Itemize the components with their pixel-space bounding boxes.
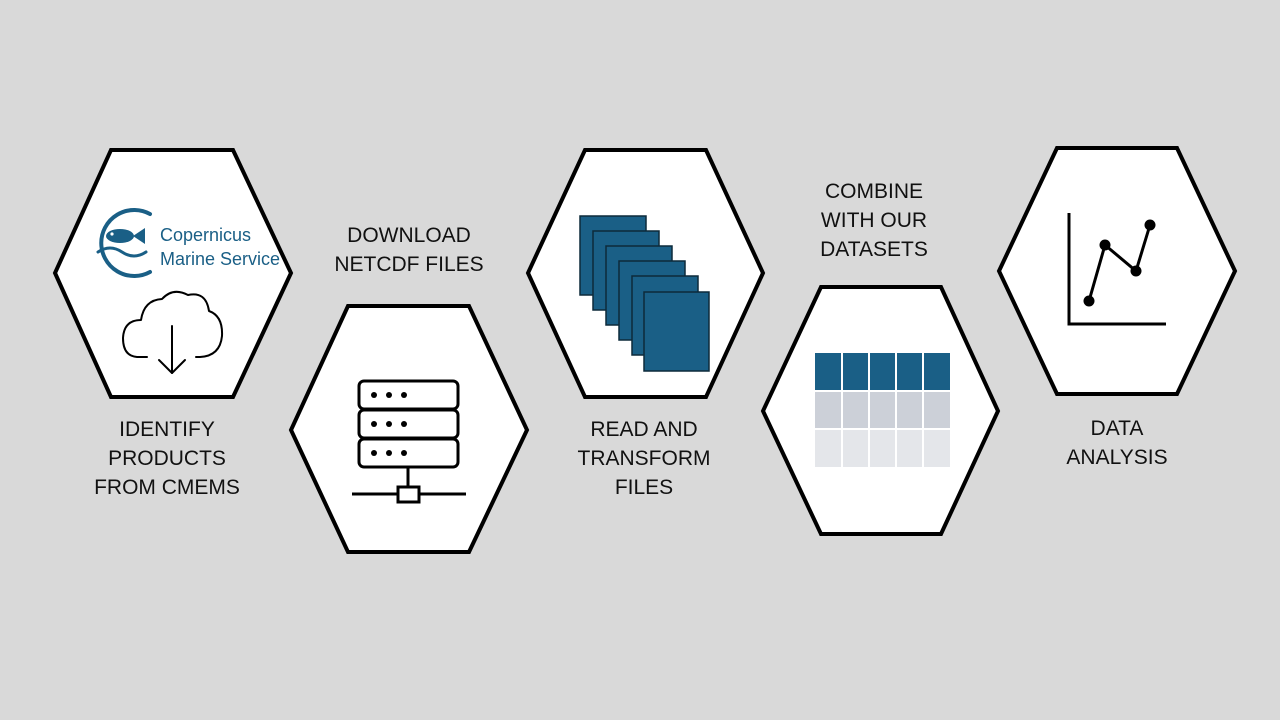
stacked-files-icon — [579, 215, 710, 372]
step-5-node — [996, 146, 1238, 396]
line-chart-icon — [1067, 213, 1166, 326]
table-icon — [815, 353, 950, 467]
step-2-hexagon — [288, 304, 530, 554]
copernicus-logo-line1: Copernicus — [160, 225, 251, 245]
step-3-node — [525, 148, 766, 399]
step-2-node — [288, 304, 530, 554]
step-2-label: DOWNLOAD NETCDF FILES — [334, 224, 484, 276]
step-4-label: COMBINE WITH OUR DATASETS — [820, 180, 928, 261]
copernicus-logo-wave — [96, 246, 148, 258]
copernicus-logo: Copernicus Marine Service — [96, 208, 280, 278]
step-5-label: DATA ANALYSIS — [1066, 417, 1168, 469]
copernicus-logo-line2: Marine Service — [160, 249, 280, 269]
step-1-hexagon — [52, 148, 294, 399]
step-3-label: READ AND TRANSFORM FILES — [577, 418, 711, 499]
step-1-node: Copernicus Marine Service — [52, 148, 294, 399]
step-4-node — [760, 285, 1001, 536]
step-5-hexagon — [996, 146, 1238, 396]
step-1-label: IDENTIFY PRODUCTS FROM CMEMS — [94, 418, 240, 499]
fish-icon — [106, 228, 145, 244]
copernicus-logo-arc — [99, 208, 152, 278]
server-network-icon — [352, 379, 466, 504]
cloud-download-icon — [122, 290, 224, 374]
